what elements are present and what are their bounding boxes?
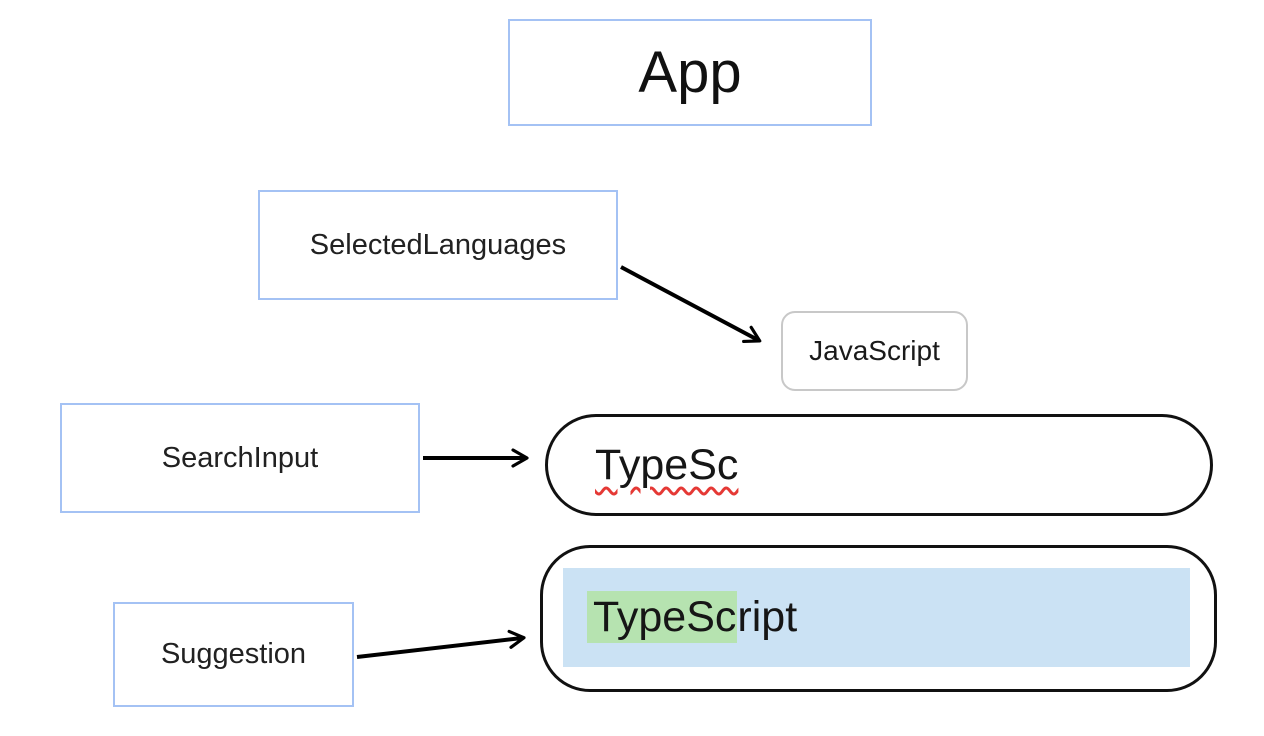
search-typed-text: TypeSc xyxy=(595,440,739,489)
node-javascript-label: JavaScript xyxy=(809,335,940,366)
search-value-pill: TypeSc xyxy=(545,414,1213,516)
suggestion-selection-strip: TypeScript xyxy=(563,568,1190,667)
node-search-input-label: SearchInput xyxy=(161,441,319,474)
suggestion-rest-text: ript xyxy=(737,593,798,641)
arrow-selectedlanguages-to-javascript xyxy=(620,265,762,344)
node-suggestion: Suggestion xyxy=(113,602,354,707)
node-selected-languages-label: SelectedLanguages xyxy=(309,228,567,261)
node-suggestion-label: Suggestion xyxy=(160,638,307,670)
suggestion-text: TypeScript xyxy=(587,591,799,643)
suggestion-pill: TypeScript xyxy=(540,545,1217,692)
node-selected-languages: SelectedLanguages xyxy=(258,190,618,300)
node-search-input: SearchInput xyxy=(60,403,420,513)
arrow-suggestion-to-suggestion-pill xyxy=(356,629,526,659)
node-javascript-chip: JavaScript xyxy=(781,311,968,391)
node-app: App xyxy=(508,19,872,126)
suggestion-match-highlight: TypeSc xyxy=(587,591,738,643)
node-app-label: App xyxy=(638,40,742,105)
